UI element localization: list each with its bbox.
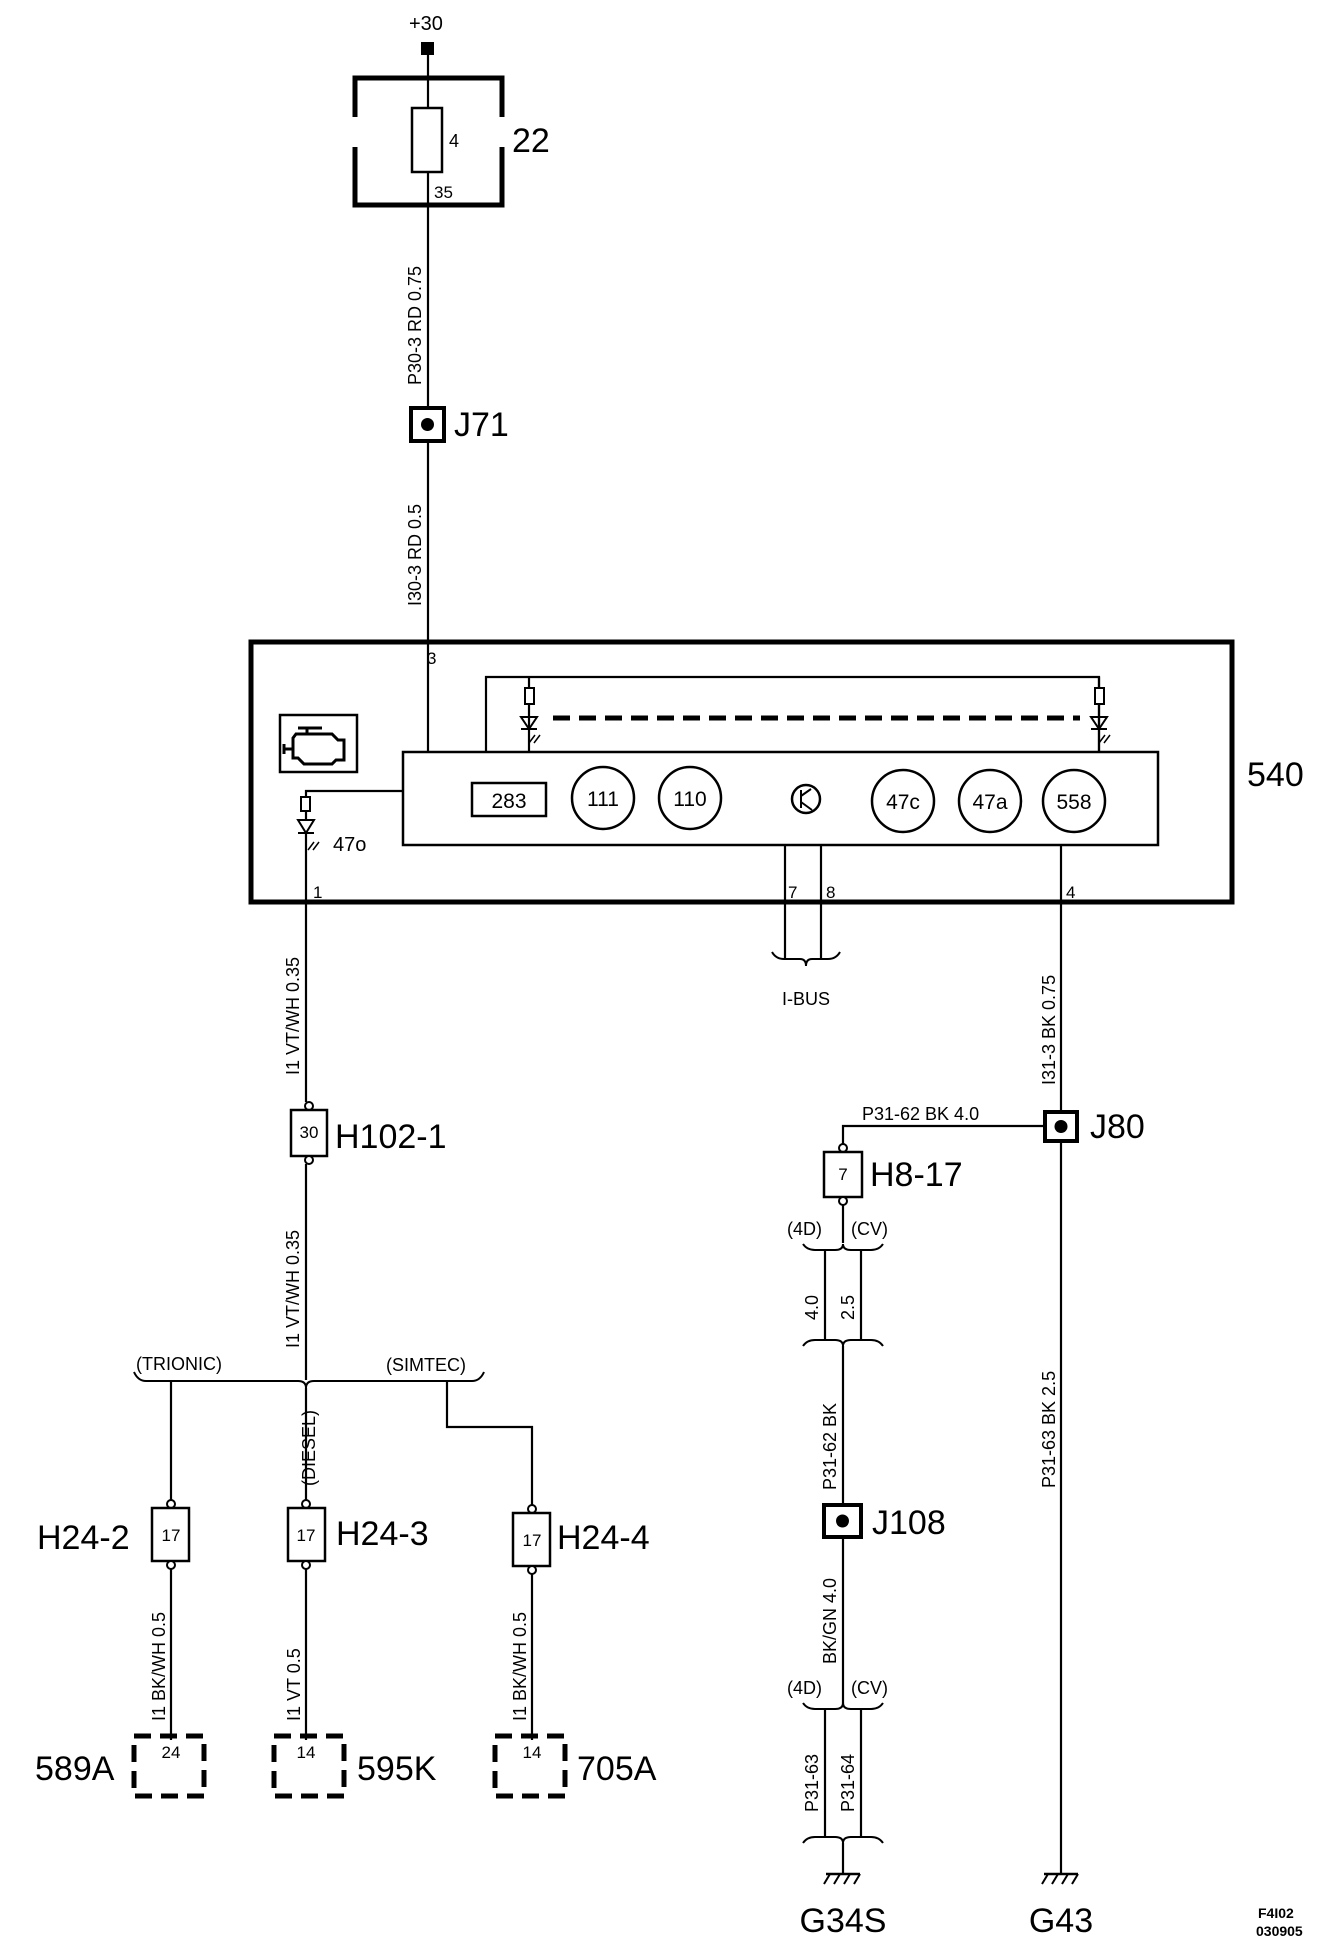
diesel-label: (DIESEL) [299, 1410, 319, 1486]
svg-text:47c: 47c [886, 791, 920, 814]
gauge-558: 558 [1041, 768, 1107, 834]
svg-text:14: 14 [297, 1743, 316, 1762]
wire-label-p30-3: P30-3 RD 0.75 [405, 266, 425, 385]
svg-text:030905: 030905 [1256, 1923, 1303, 1939]
svg-text:H24-2: H24-2 [37, 1519, 130, 1557]
svg-text:14: 14 [523, 1743, 542, 1762]
wire-label-i1-b: I1 VT/WH 0.35 [283, 1230, 303, 1348]
wire-label-589: I1 BK/WH 0.5 [149, 1612, 169, 1721]
connector-h24-2: 17 H24-2 [37, 1499, 191, 1570]
component-595k: 14 595K [271, 1733, 437, 1799]
svg-text:F4I02: F4I02 [1258, 1905, 1294, 1921]
drawing-code: F4I02 030905 [1256, 1905, 1303, 1939]
supply-terminal: +30 [409, 13, 443, 55]
svg-text:J108: J108 [872, 1504, 946, 1542]
variant-split: (TRIONIC) (SIMTEC) [133, 1354, 485, 1389]
svg-text:J80: J80 [1090, 1108, 1145, 1146]
svg-text:G43: G43 [1029, 1902, 1093, 1940]
svg-text:I-BUS: I-BUS [782, 989, 830, 1009]
svg-text:3: 3 [427, 649, 436, 668]
svg-text:110: 110 [673, 788, 706, 811]
svg-text:17: 17 [297, 1526, 316, 1545]
wire-label-bkgn: BK/GN 4.0 [820, 1578, 840, 1664]
svg-text:H8-17: H8-17 [870, 1156, 963, 1194]
wire-label-p31-63: P31-63 BK 2.5 [1039, 1371, 1059, 1488]
svg-text:705A: 705A [577, 1750, 657, 1788]
svg-text:35: 35 [434, 183, 453, 202]
splice-j80: J80 [1043, 1108, 1145, 1146]
svg-text:J71: J71 [454, 406, 509, 444]
svg-text:(4D): (4D) [787, 1219, 822, 1239]
svg-text:558: 558 [1056, 791, 1091, 814]
svg-text:4: 4 [1066, 883, 1075, 902]
svg-text:47a: 47a [972, 791, 1007, 814]
svg-text:2.5: 2.5 [838, 1295, 858, 1320]
wire-p31-62-top [841, 1124, 1045, 1144]
svg-text:24: 24 [162, 1743, 181, 1762]
svg-text:30: 30 [300, 1123, 319, 1142]
svg-text:(TRIONIC): (TRIONIC) [136, 1354, 222, 1374]
svg-text:H102-1: H102-1 [335, 1118, 447, 1156]
splice-j108: J108 [822, 1503, 946, 1542]
led-47o-label: 47o [333, 834, 366, 856]
ground-g43: G43 [1029, 1872, 1093, 1940]
wire-label-705: I1 BK/WH 0.5 [510, 1612, 530, 1721]
svg-text:H24-4: H24-4 [557, 1519, 650, 1557]
component-589a: 24 589A [35, 1733, 207, 1799]
ground-g34s: G34S [800, 1872, 887, 1940]
gauge-47c: 47c [870, 768, 936, 834]
instrument-cluster-540: 540 3 283 111 110 47c 47a [248, 639, 1304, 958]
svg-text:17: 17 [523, 1531, 542, 1550]
svg-text:P31-63: P31-63 [802, 1754, 822, 1812]
wire-label-595: I1 VT 0.5 [284, 1648, 304, 1721]
wire-label-p31-62-top: P31-62 BK 4.0 [862, 1104, 979, 1124]
variant-block-1: (4D) (CV) 4.0 2.5 [787, 1205, 888, 1347]
svg-text:111: 111 [587, 788, 619, 811]
connector-h8-17: 7 H8-17 [822, 1143, 963, 1206]
transistor-icon [790, 783, 822, 815]
fuse-box-label: 22 [512, 122, 550, 160]
svg-text:589A: 589A [35, 1750, 115, 1788]
svg-text:1: 1 [313, 883, 322, 902]
wire-simtec [445, 1381, 534, 1505]
gauge-111: 111 [570, 765, 636, 831]
check-engine-icon [278, 713, 359, 774]
instrument-label: 540 [1247, 756, 1304, 794]
svg-text:H24-3: H24-3 [336, 1515, 429, 1553]
svg-text:8: 8 [826, 883, 835, 902]
connector-h102-1: 30 H102-1 [289, 1101, 447, 1165]
wire-label-i31-3: I31-3 BK 0.75 [1039, 975, 1059, 1085]
svg-text:+30: +30 [409, 13, 443, 35]
gauge-47a: 47a [957, 768, 1023, 834]
i-bus: I-BUS [771, 951, 841, 1009]
svg-text:7: 7 [788, 883, 797, 902]
svg-text:G34S: G34S [800, 1902, 887, 1940]
wire-label-i30-3: I30-3 RD 0.5 [405, 504, 425, 606]
display-283: 283 [491, 790, 526, 813]
connector-h24-4: 17 H24-4 [511, 1504, 650, 1575]
svg-text:P31-64: P31-64 [838, 1754, 858, 1812]
svg-text:595K: 595K [357, 1750, 437, 1788]
component-705a: 14 705A [492, 1733, 657, 1799]
svg-text:7: 7 [838, 1165, 847, 1184]
connector-h24-3: 17 H24-3 [286, 1499, 429, 1570]
svg-text:(CV): (CV) [851, 1678, 888, 1698]
svg-text:(SIMTEC): (SIMTEC) [386, 1355, 466, 1375]
svg-text:(CV): (CV) [851, 1219, 888, 1239]
splice-j71: J71 [409, 406, 509, 444]
fuse-box-22: 4 35 22 [352, 75, 550, 208]
svg-text:4: 4 [449, 131, 459, 151]
wire-label-i1-a: I1 VT/WH 0.35 [283, 957, 303, 1075]
svg-text:(4D): (4D) [787, 1678, 822, 1698]
variant-block-2: (4D) (CV) P31-63 P31-64 [787, 1678, 888, 1844]
gauge-110: 110 [657, 765, 723, 831]
wire-label-p31-62: P31-62 BK [820, 1403, 840, 1490]
svg-text:17: 17 [162, 1526, 181, 1545]
svg-text:4.0: 4.0 [802, 1295, 822, 1320]
